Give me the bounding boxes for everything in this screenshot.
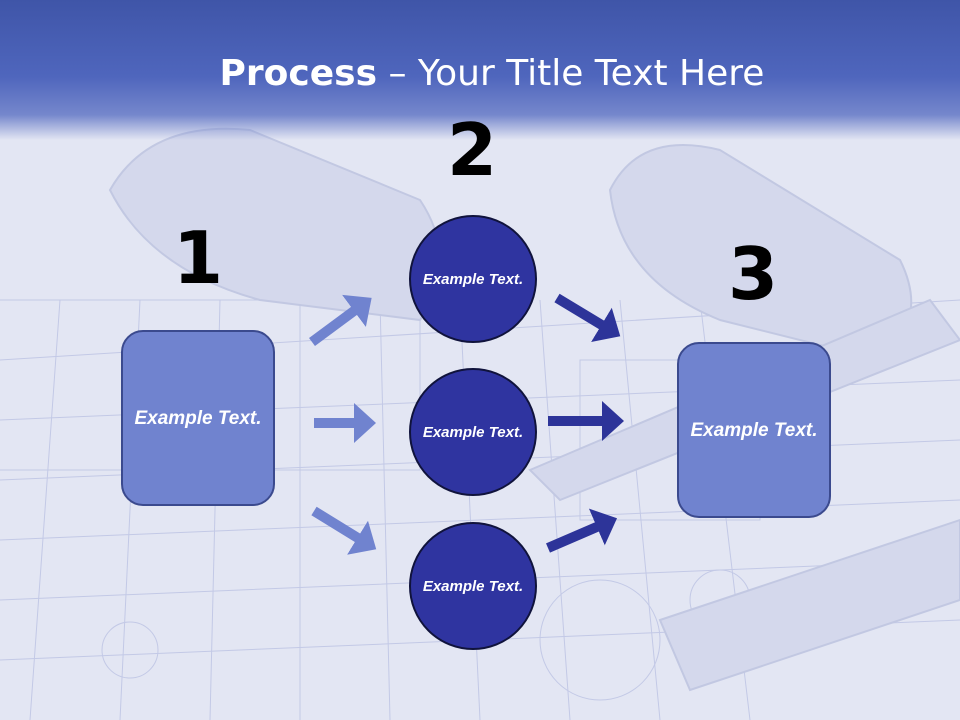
step-box-3-text: Example Text. <box>690 419 818 441</box>
title-bold: Process <box>219 53 378 94</box>
circle-top: Example Text. <box>409 215 537 343</box>
title-banner <box>0 0 960 140</box>
circle-middle: Example Text. <box>409 368 537 496</box>
step-box-1: Example Text. <box>121 330 275 506</box>
step-box-1-text: Example Text. <box>134 407 262 429</box>
arrow-circle-bottom-to-box3 <box>546 508 618 553</box>
step-number-1: 1 <box>172 216 224 300</box>
step-number-3: 3 <box>727 232 779 316</box>
arrow-box1-to-circle-top <box>309 294 372 347</box>
title-rest: – Your Title Text Here <box>377 53 765 94</box>
step-number-2: 2 <box>446 108 498 192</box>
circle-middle-text: Example Text. <box>422 423 524 441</box>
slide-title: Process – Your Title Text Here <box>0 52 960 96</box>
circle-bottom: Example Text. <box>409 522 537 650</box>
circle-bottom-text: Example Text. <box>422 577 524 595</box>
circle-top-text: Example Text. <box>422 270 524 288</box>
arrow-box1-to-circle-bottom <box>311 506 377 555</box>
step-box-3: Example Text. <box>677 342 831 518</box>
arrow-circle-top-to-box3 <box>554 293 621 342</box>
